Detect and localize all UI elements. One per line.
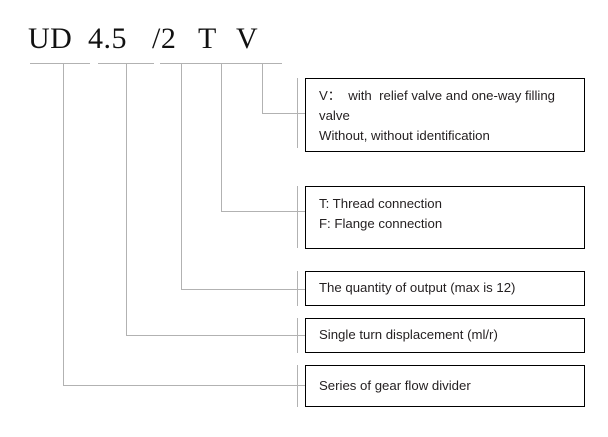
- valve-option-leader-stub: [297, 78, 298, 148]
- series-code: UD: [28, 22, 73, 55]
- valve-option-underline: [240, 63, 282, 64]
- displacement-description: Single turn displacement (ml/r): [305, 318, 585, 353]
- output-quantity-leader-drop: [181, 63, 182, 289]
- connection-type-leader-stub: [297, 186, 298, 248]
- displacement-leader-drop: [126, 63, 127, 335]
- valve-option-description: V： with relief valve and one-way filling…: [305, 78, 585, 152]
- series-leader-run: [63, 385, 305, 386]
- displacement-code: 4.5: [88, 22, 127, 55]
- valve-option-description-line-2: valve: [319, 108, 350, 124]
- connection-type-code: T: [198, 22, 217, 55]
- valve-option-description-line-3: Without, without identification: [319, 128, 490, 144]
- connection-type-leader-run: [221, 211, 305, 212]
- series-description-line-1: Series of gear flow divider: [319, 377, 471, 393]
- valve-option-leader-drop: [262, 63, 263, 113]
- output-quantity-description-line-1: The quantity of output (max is 12): [319, 280, 516, 296]
- series-underline: [30, 63, 90, 64]
- output-quantity-description: The quantity of output (max is 12): [305, 271, 585, 306]
- series-leader-stub: [297, 365, 298, 407]
- connection-type-description-line-2: F: Flange connection: [319, 216, 443, 232]
- output-quantity-leader-stub: [297, 271, 298, 306]
- displacement-leader-stub: [297, 318, 298, 353]
- valve-option-description-line-1: V： with relief valve and one-way filling: [319, 88, 556, 103]
- series-leader-drop: [63, 63, 64, 385]
- output-quantity-leader-run: [181, 289, 305, 290]
- connection-type-description-line-1: T: Thread connection: [319, 196, 442, 211]
- connection-type-leader-drop: [221, 63, 222, 211]
- connection-type-description: T: Thread connection F: Flange connectio…: [305, 186, 585, 249]
- series-description: Series of gear flow divider: [305, 365, 585, 407]
- output-quantity-code: /2: [152, 22, 177, 55]
- displacement-description-line-1: Single turn displacement (ml/r): [319, 327, 498, 343]
- valve-option-code: V: [236, 22, 259, 55]
- valve-option-leader-run: [262, 113, 305, 114]
- displacement-leader-run: [126, 335, 305, 336]
